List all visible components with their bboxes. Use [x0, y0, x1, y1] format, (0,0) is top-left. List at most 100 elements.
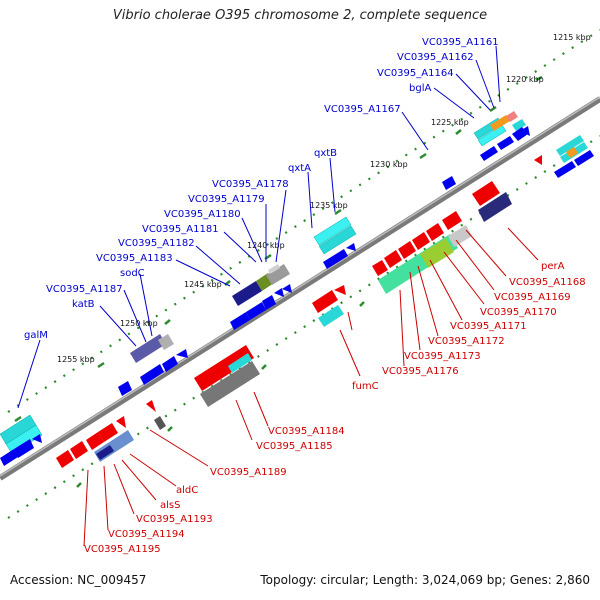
- gene-label[interactable]: katB: [72, 299, 95, 310]
- gene-arrow[interactable]: [398, 241, 416, 259]
- gene-block[interactable]: [506, 111, 518, 122]
- gene-arrow[interactable]: [282, 284, 292, 293]
- scale-line-inner: [7, 135, 600, 519]
- gene-label[interactable]: VC0395_A1172: [428, 336, 505, 347]
- gene-arrow[interactable]: [323, 249, 348, 269]
- gene-label[interactable]: VC0395_A1179: [188, 194, 265, 205]
- gene-label[interactable]: alsS: [160, 500, 180, 511]
- gene-label[interactable]: VC0395_A1162: [397, 52, 474, 63]
- gene-label[interactable]: qxtB: [314, 148, 337, 159]
- gene-block[interactable]: [266, 264, 290, 285]
- scale-label: 1245 kbp: [184, 280, 222, 289]
- gene-arrow[interactable]: [334, 285, 346, 295]
- gene-arrow[interactable]: [176, 349, 188, 358]
- gene-label[interactable]: qxtA: [288, 163, 311, 174]
- gene-arrow[interactable]: [412, 232, 430, 250]
- gene-label[interactable]: VC0395_A1183: [96, 253, 173, 264]
- gene-label[interactable]: sodC: [120, 268, 145, 279]
- gene-arrow[interactable]: [520, 126, 530, 136]
- gene-label[interactable]: VC0395_A1167: [324, 104, 401, 115]
- gene-arrow[interactable]: [32, 434, 42, 443]
- gene-label[interactable]: aldC: [176, 485, 198, 496]
- gene-block[interactable]: [420, 238, 454, 268]
- gene-arrow[interactable]: [14, 439, 34, 458]
- gene-arrow[interactable]: [140, 364, 164, 385]
- gene-block[interactable]: [313, 216, 352, 246]
- gene-block[interactable]: [194, 345, 254, 391]
- gene-arrow[interactable]: [70, 441, 88, 459]
- gene-block[interactable]: [512, 119, 526, 131]
- gene-label[interactable]: VC0395_A1171: [450, 321, 527, 332]
- gene-label[interactable]: VC0395_A1189: [210, 467, 287, 478]
- gene-arrow[interactable]: [262, 295, 276, 310]
- gene-arrow[interactable]: [442, 176, 456, 190]
- gene-arrow[interactable]: [118, 381, 132, 396]
- gene-arrow[interactable]: [116, 416, 126, 428]
- gene-block[interactable]: [158, 334, 174, 350]
- gene-label[interactable]: bglA: [409, 83, 431, 94]
- scale-line-outer: [7, 29, 600, 413]
- gene-block[interactable]: [478, 192, 512, 222]
- gene-block[interactable]: [130, 334, 166, 363]
- gene-arrow[interactable]: [534, 155, 542, 165]
- gene-label[interactable]: VC0395_A1187: [46, 284, 123, 295]
- gene-label[interactable]: VC0395_A1176: [382, 366, 459, 377]
- gene-label[interactable]: VC0395_A1170: [480, 307, 557, 318]
- gene-block[interactable]: [318, 305, 344, 327]
- gene-arrow[interactable]: [372, 260, 388, 276]
- gene-block[interactable]: [490, 115, 510, 131]
- gene-arrow[interactable]: [442, 211, 462, 230]
- gene-label[interactable]: VC0395_A1180: [164, 209, 241, 220]
- gene-label[interactable]: galM: [24, 330, 48, 341]
- gene-arrow[interactable]: [56, 450, 74, 468]
- gene-label[interactable]: VC0395_A1194: [108, 529, 185, 540]
- gene-label[interactable]: VC0395_A1161: [422, 37, 499, 48]
- gene-label[interactable]: VC0395_A1173: [404, 351, 481, 362]
- gene-block[interactable]: [566, 147, 578, 158]
- gene-block[interactable]: [472, 181, 500, 206]
- gene-label[interactable]: VC0395_A1193: [136, 514, 213, 525]
- gene-arrow[interactable]: [384, 250, 402, 268]
- gene-arrow[interactable]: [86, 432, 104, 450]
- gene-label[interactable]: VC0395_A1168: [509, 277, 586, 288]
- gene-arrow[interactable]: [574, 150, 594, 166]
- gene-arrow[interactable]: [497, 136, 514, 150]
- gene-block[interactable]: [232, 281, 262, 306]
- gene-label[interactable]: VC0395_A1164: [377, 68, 454, 79]
- gene-arrow[interactable]: [0, 449, 18, 466]
- gene-block[interactable]: [154, 416, 166, 430]
- scale-label: 1230 kbp: [370, 160, 408, 169]
- gene-block[interactable]: [5, 424, 43, 455]
- gene-block[interactable]: [96, 445, 114, 460]
- gene-label[interactable]: VC0395_A1182: [118, 238, 195, 249]
- scale-label: 1255 kbp: [57, 355, 95, 364]
- gene-arrow[interactable]: [554, 161, 576, 178]
- gene-arrow[interactable]: [274, 288, 284, 297]
- top-label-lines: [17, 45, 501, 409]
- gene-arrow[interactable]: [230, 312, 250, 330]
- gene-arrow[interactable]: [480, 146, 498, 161]
- gene-arrow[interactable]: [426, 223, 444, 241]
- gene-arrow[interactable]: [312, 290, 338, 313]
- gene-arrow[interactable]: [162, 356, 178, 372]
- gene-block[interactable]: [556, 135, 584, 156]
- gene-arrow[interactable]: [146, 400, 156, 412]
- gene-label[interactable]: VC0395_A1169: [494, 292, 571, 303]
- gene-label[interactable]: fumC: [352, 381, 379, 392]
- gene-label[interactable]: VC0395_A1185: [256, 441, 333, 452]
- gene-label[interactable]: VC0395_A1181: [142, 224, 219, 235]
- chromosome-backbone: [0, 96, 600, 481]
- gene-label[interactable]: VC0395_A1195: [84, 544, 161, 555]
- gene-block[interactable]: [318, 225, 357, 255]
- gene-block[interactable]: [200, 361, 260, 407]
- gene-arrow[interactable]: [98, 423, 118, 442]
- gene-label[interactable]: perA: [541, 261, 565, 272]
- gene-block[interactable]: [228, 353, 252, 373]
- scale-label: 1225 kbp: [431, 118, 469, 127]
- gene-block[interactable]: [268, 264, 280, 274]
- gene-label[interactable]: VC0395_A1178: [212, 179, 289, 190]
- gene-arrow[interactable]: [346, 243, 356, 251]
- gene-arrow[interactable]: [246, 302, 266, 320]
- gene-label[interactable]: VC0395_A1184: [268, 426, 345, 437]
